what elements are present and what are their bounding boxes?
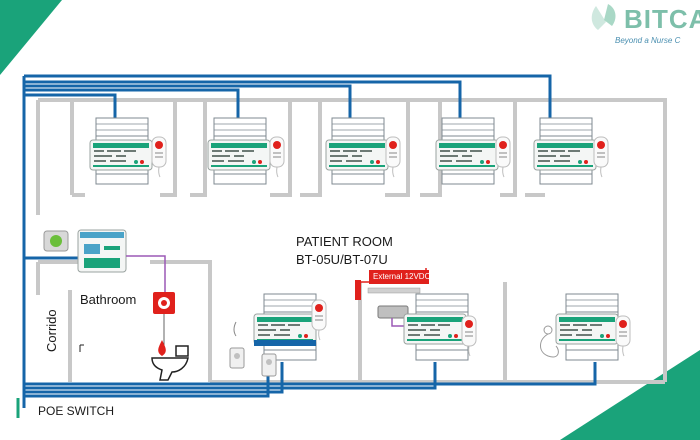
external-power-label: External 12VDC [369, 270, 429, 284]
top-room-5 [533, 117, 609, 185]
bathroom-link-cable [126, 255, 166, 292]
alarm-drop-icon [158, 340, 166, 356]
brand-logo-icon [591, 4, 616, 30]
brand-tagline: Beyond a Nurse C [615, 36, 681, 45]
poe-switch-label: POE SWITCH [38, 404, 115, 418]
top-room-2 [207, 117, 285, 185]
top-room-1 [89, 117, 167, 185]
network-cabling [22, 74, 597, 408]
corner-accent-top-left [0, 0, 62, 75]
lower-room-3 [540, 293, 631, 361]
bathroom-label: Bathroom [80, 292, 137, 307]
corridor-display-unit [43, 229, 127, 273]
toilet-icon [151, 345, 189, 381]
top-room-4 [435, 117, 511, 185]
patient-room-title: PATIENT ROOM [296, 234, 393, 249]
top-room-3 [325, 117, 401, 185]
brand-name: BITCA [624, 4, 700, 34]
lower-room-1 [229, 293, 327, 377]
patient-room-model: BT-05U/BT-07U [296, 252, 388, 267]
corner-accent-bottom-right [560, 350, 700, 440]
bathroom-pull-cord-icon [153, 292, 175, 314]
corridor-label: Corrido [44, 309, 59, 352]
